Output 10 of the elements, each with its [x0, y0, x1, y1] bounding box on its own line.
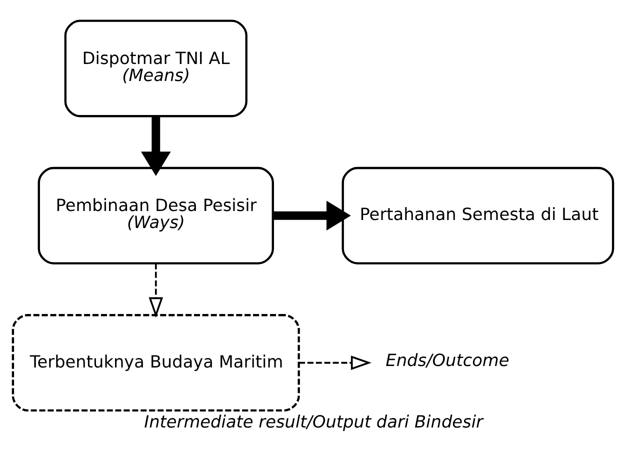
node-box: Pembinaan Desa Pesisir (Ways)	[38, 166, 274, 264]
arrow	[299, 356, 372, 370]
caption: Intermediate result/Output dari Bindesir	[144, 412, 483, 432]
node-box: Terbentuknya Budaya Maritim	[12, 314, 300, 412]
arrow	[140, 116, 171, 176]
arrow	[148, 263, 164, 318]
node-box: Pertahanan Semesta di Laut	[342, 166, 614, 264]
node-box: Dispotmar TNI AL (Means)	[64, 20, 248, 118]
node-text: Ends/Outcome	[386, 350, 510, 370]
arrow	[273, 200, 351, 231]
